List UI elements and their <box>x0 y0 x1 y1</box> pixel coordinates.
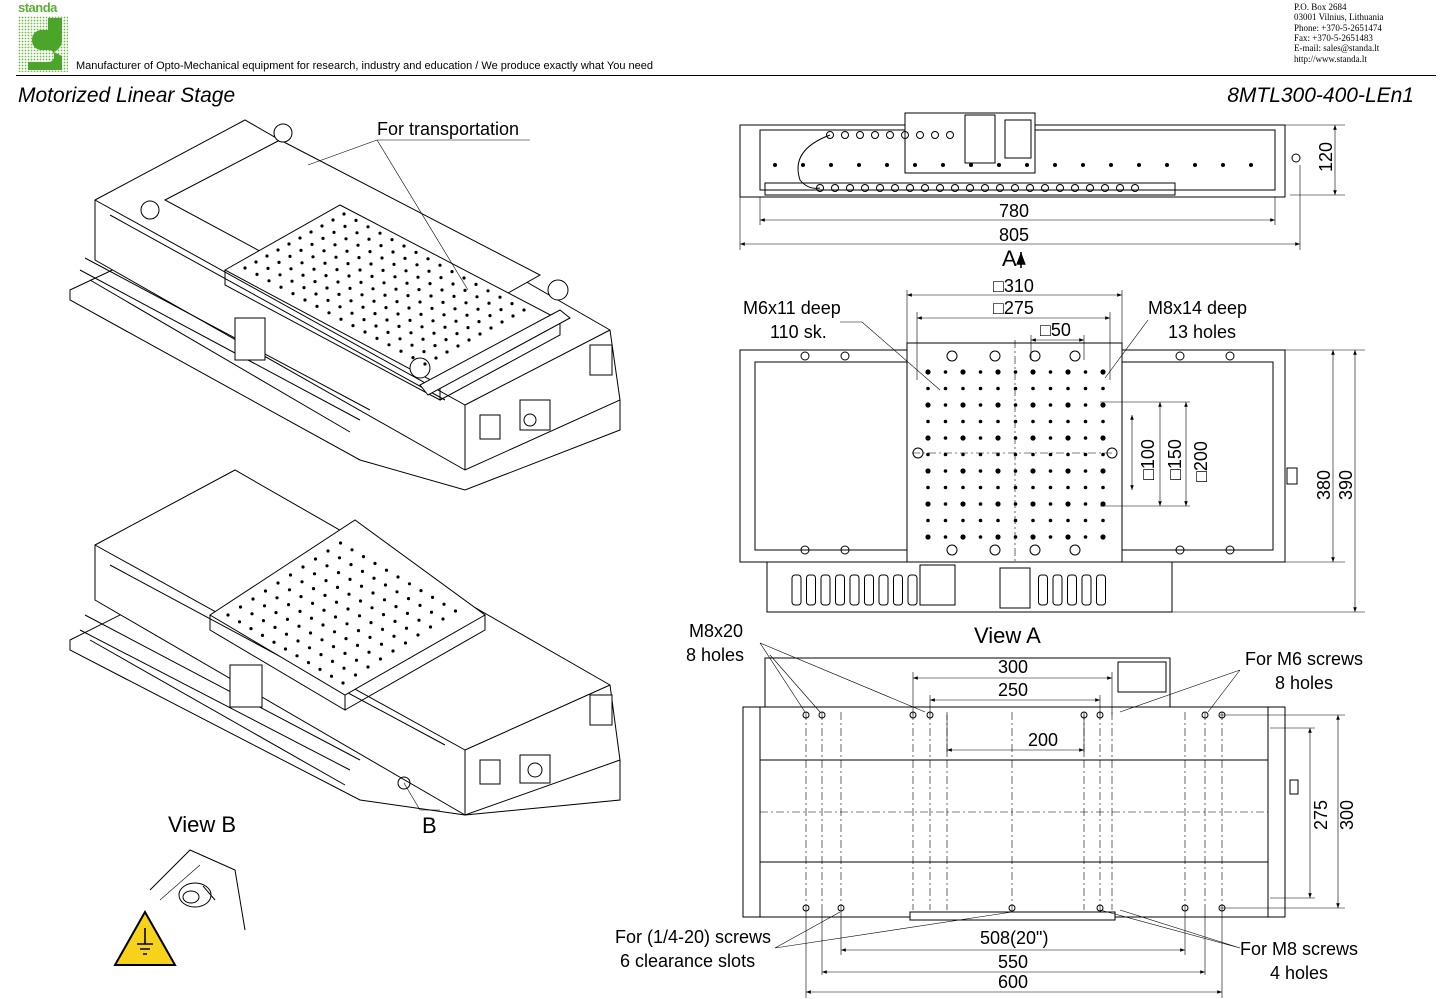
view-b-title: View B <box>168 812 236 837</box>
dim-250: 250 <box>998 680 1028 700</box>
m8screws-label-line1: For M8 screws <box>1240 939 1358 959</box>
view-b-detail: View B <box>113 812 246 966</box>
isometric-view-2: B <box>69 469 621 838</box>
contact-line: Fax: +370-5-2651483 <box>1294 33 1373 44</box>
model-number: 8MTL300-400-LEn1 <box>1227 84 1414 107</box>
quarter-label-line1: For (1/4-20) screws <box>615 927 771 947</box>
m8x20-label-line2: 8 holes <box>686 645 744 665</box>
for-transportation-label: For transportation <box>377 119 519 139</box>
dim-380: 380 <box>1314 470 1334 500</box>
dim-sq50: □50 <box>1040 320 1071 340</box>
isometric-view-1: For transportation <box>69 119 621 491</box>
dim-sq100: □100 <box>1138 439 1158 480</box>
contact-line: http://www.standa.lt <box>1294 53 1367 64</box>
dim-550: 550 <box>998 952 1028 972</box>
m8x20-label-line1: M8x20 <box>689 621 743 641</box>
dim-sq275: □275 <box>993 298 1034 318</box>
contact-line: 03001 Vilnius, Lithuania <box>1294 12 1384 23</box>
standa-logo-icon <box>18 16 68 72</box>
dim-780: 780 <box>999 201 1029 221</box>
dim-600: 600 <box>998 972 1028 992</box>
dim-sq310: □310 <box>993 276 1034 296</box>
page-title: Motorized Linear Stage <box>18 84 236 107</box>
m6-label-line2: 110 sk. <box>770 322 827 342</box>
dim-sq200: □200 <box>1191 441 1211 482</box>
dim-275: 275 <box>1311 800 1331 830</box>
dim-508: 508(20") <box>980 928 1048 948</box>
view-a-title: View A <box>974 623 1041 648</box>
brand-name: standa <box>18 0 57 15</box>
dim-300-side: 300 <box>1337 800 1357 830</box>
contact-block: P.O. Box 2684 03001 Vilnius, Lithuania P… <box>1294 2 1434 64</box>
m8-label-line2: 13 holes <box>1168 322 1236 342</box>
view-a-arrow-label: A <box>1002 246 1017 271</box>
dim-390: 390 <box>1336 470 1356 500</box>
view-a: View A 300 250 200 275 300 508(20") 550 <box>615 621 1363 998</box>
dim-805: 805 <box>999 225 1029 245</box>
side-elevation-view: 120 780 805 A <box>739 112 1345 271</box>
m8-label-line1: M8x14 deep <box>1148 298 1247 318</box>
m8screws-label-line2: 4 holes <box>1270 963 1328 983</box>
tagline: Manufacturer of Opto-Mechanical equipmen… <box>76 60 654 72</box>
header-rule <box>16 75 1436 76</box>
contact-line: Phone: +370-5-2651474 <box>1294 22 1382 33</box>
m6-label-line1: M6x11 deep <box>743 298 841 318</box>
plan-view: □310 □275 □50 □100 □150 □200 380 390 M6x… <box>739 276 1365 613</box>
view-b-marker: B <box>422 813 437 838</box>
contact-line: P.O. Box 2684 <box>1294 2 1347 12</box>
m6screws-label-line2: 8 holes <box>1275 673 1333 693</box>
dim-sq150: □150 <box>1165 439 1185 480</box>
quarter-label-line2: 6 clearance slots <box>620 951 755 971</box>
dim-120: 120 <box>1316 142 1336 172</box>
m6screws-label-line1: For M6 screws <box>1245 649 1363 669</box>
contact-line: E-mail: sales@standa.lt <box>1294 43 1380 54</box>
dim-300-top: 300 <box>998 657 1028 677</box>
dim-200: 200 <box>1028 730 1058 750</box>
header: standa Manufacturer of Opto-Mechanical e… <box>0 0 1440 80</box>
